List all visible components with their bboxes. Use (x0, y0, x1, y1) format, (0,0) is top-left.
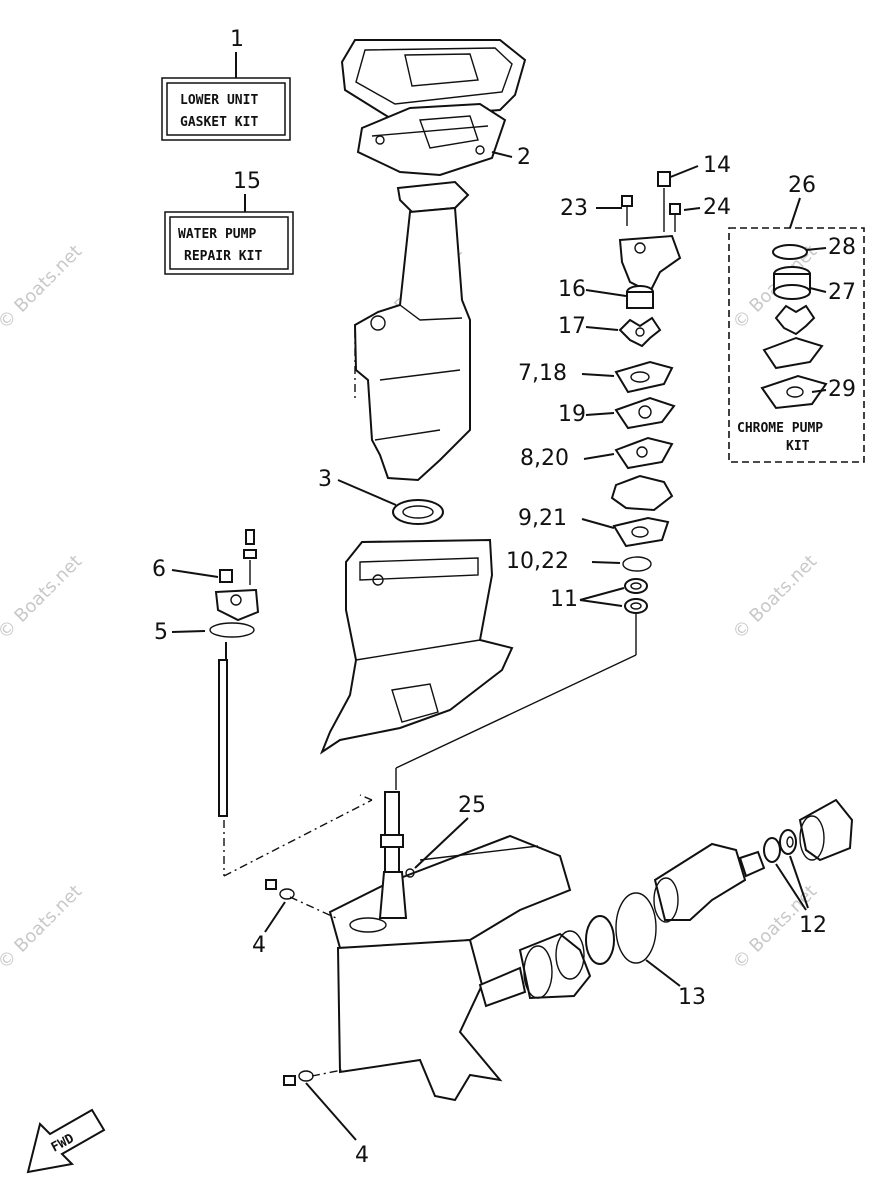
callout-15: 15 (233, 169, 261, 194)
callout-25: 25 (458, 793, 486, 818)
upper-gasket-plates: 2 (340, 39, 531, 177)
callout-8-20: 8,20 (520, 446, 569, 471)
callout-7-18: 7,18 (518, 361, 567, 386)
watermark: © Boats.net (0, 241, 86, 333)
lower-unit-gasket-kit-box: 1 LOWER UNIT GASKET KIT (161, 27, 291, 141)
drive-shaft (378, 791, 408, 919)
callout-28: 28 (828, 235, 856, 260)
callout-11: 11 (550, 587, 578, 612)
kit-label: KIT (786, 439, 810, 454)
watermark: © Boats.net (729, 551, 821, 643)
callout-1: 1 (230, 27, 244, 52)
part-3-seal: 3 (318, 467, 444, 525)
callout-9-21: 9,21 (518, 506, 567, 531)
callout-14: 14 (703, 153, 731, 178)
upper-casing (319, 538, 514, 755)
callout-24: 24 (703, 195, 731, 220)
callout-10-22: 10,22 (506, 549, 569, 574)
water-pump-stack: 14 23 24 16 17 7,18 19 8,20 (395, 153, 731, 790)
callout-6: 6 (152, 557, 166, 582)
callout-4-upper: 4 (252, 933, 266, 958)
part-25: 25 (414, 793, 486, 869)
forward-direction-arrow: FWD (26, 1108, 106, 1174)
callout-3: 3 (318, 467, 332, 492)
callout-19: 19 (558, 402, 586, 427)
callout-17: 17 (558, 314, 586, 339)
drive-shaft-housing (353, 180, 471, 482)
callout-5: 5 (154, 620, 168, 645)
callout-26: 26 (788, 173, 816, 198)
kit-label: CHROME PUMP (737, 421, 823, 436)
callout-13: 13 (678, 985, 706, 1010)
propeller-shaft-parts: 13 12 (478, 798, 854, 1010)
chrome-pump-kit-box: 26 CHROME PUMP KIT (728, 173, 865, 463)
part-4-bolts: 4 4 (252, 879, 369, 1168)
callout-29: 29 (828, 377, 856, 402)
gearcase (328, 834, 572, 1102)
kit-label: WATER PUMP (178, 227, 256, 242)
watermark: © Boats.net (0, 551, 86, 643)
watermark: © Boats.net (0, 881, 86, 973)
callout-27: 27 (828, 280, 856, 305)
callout-23: 23 (560, 196, 588, 221)
kit-label: REPAIR KIT (184, 249, 262, 264)
callout-12: 12 (799, 913, 827, 938)
kit-label: GASKET KIT (180, 115, 258, 130)
callout-4-lower: 4 (355, 1143, 369, 1168)
shift-rod-assembly: 6 5 (152, 529, 373, 877)
chrome-pump-kit-parts: 28 27 29 (760, 235, 856, 410)
callout-16: 16 (558, 277, 586, 302)
water-pump-repair-kit-box: 15 WATER PUMP REPAIR KIT (164, 169, 294, 275)
callout-2: 2 (517, 145, 531, 170)
kit-label: LOWER UNIT (180, 93, 258, 108)
